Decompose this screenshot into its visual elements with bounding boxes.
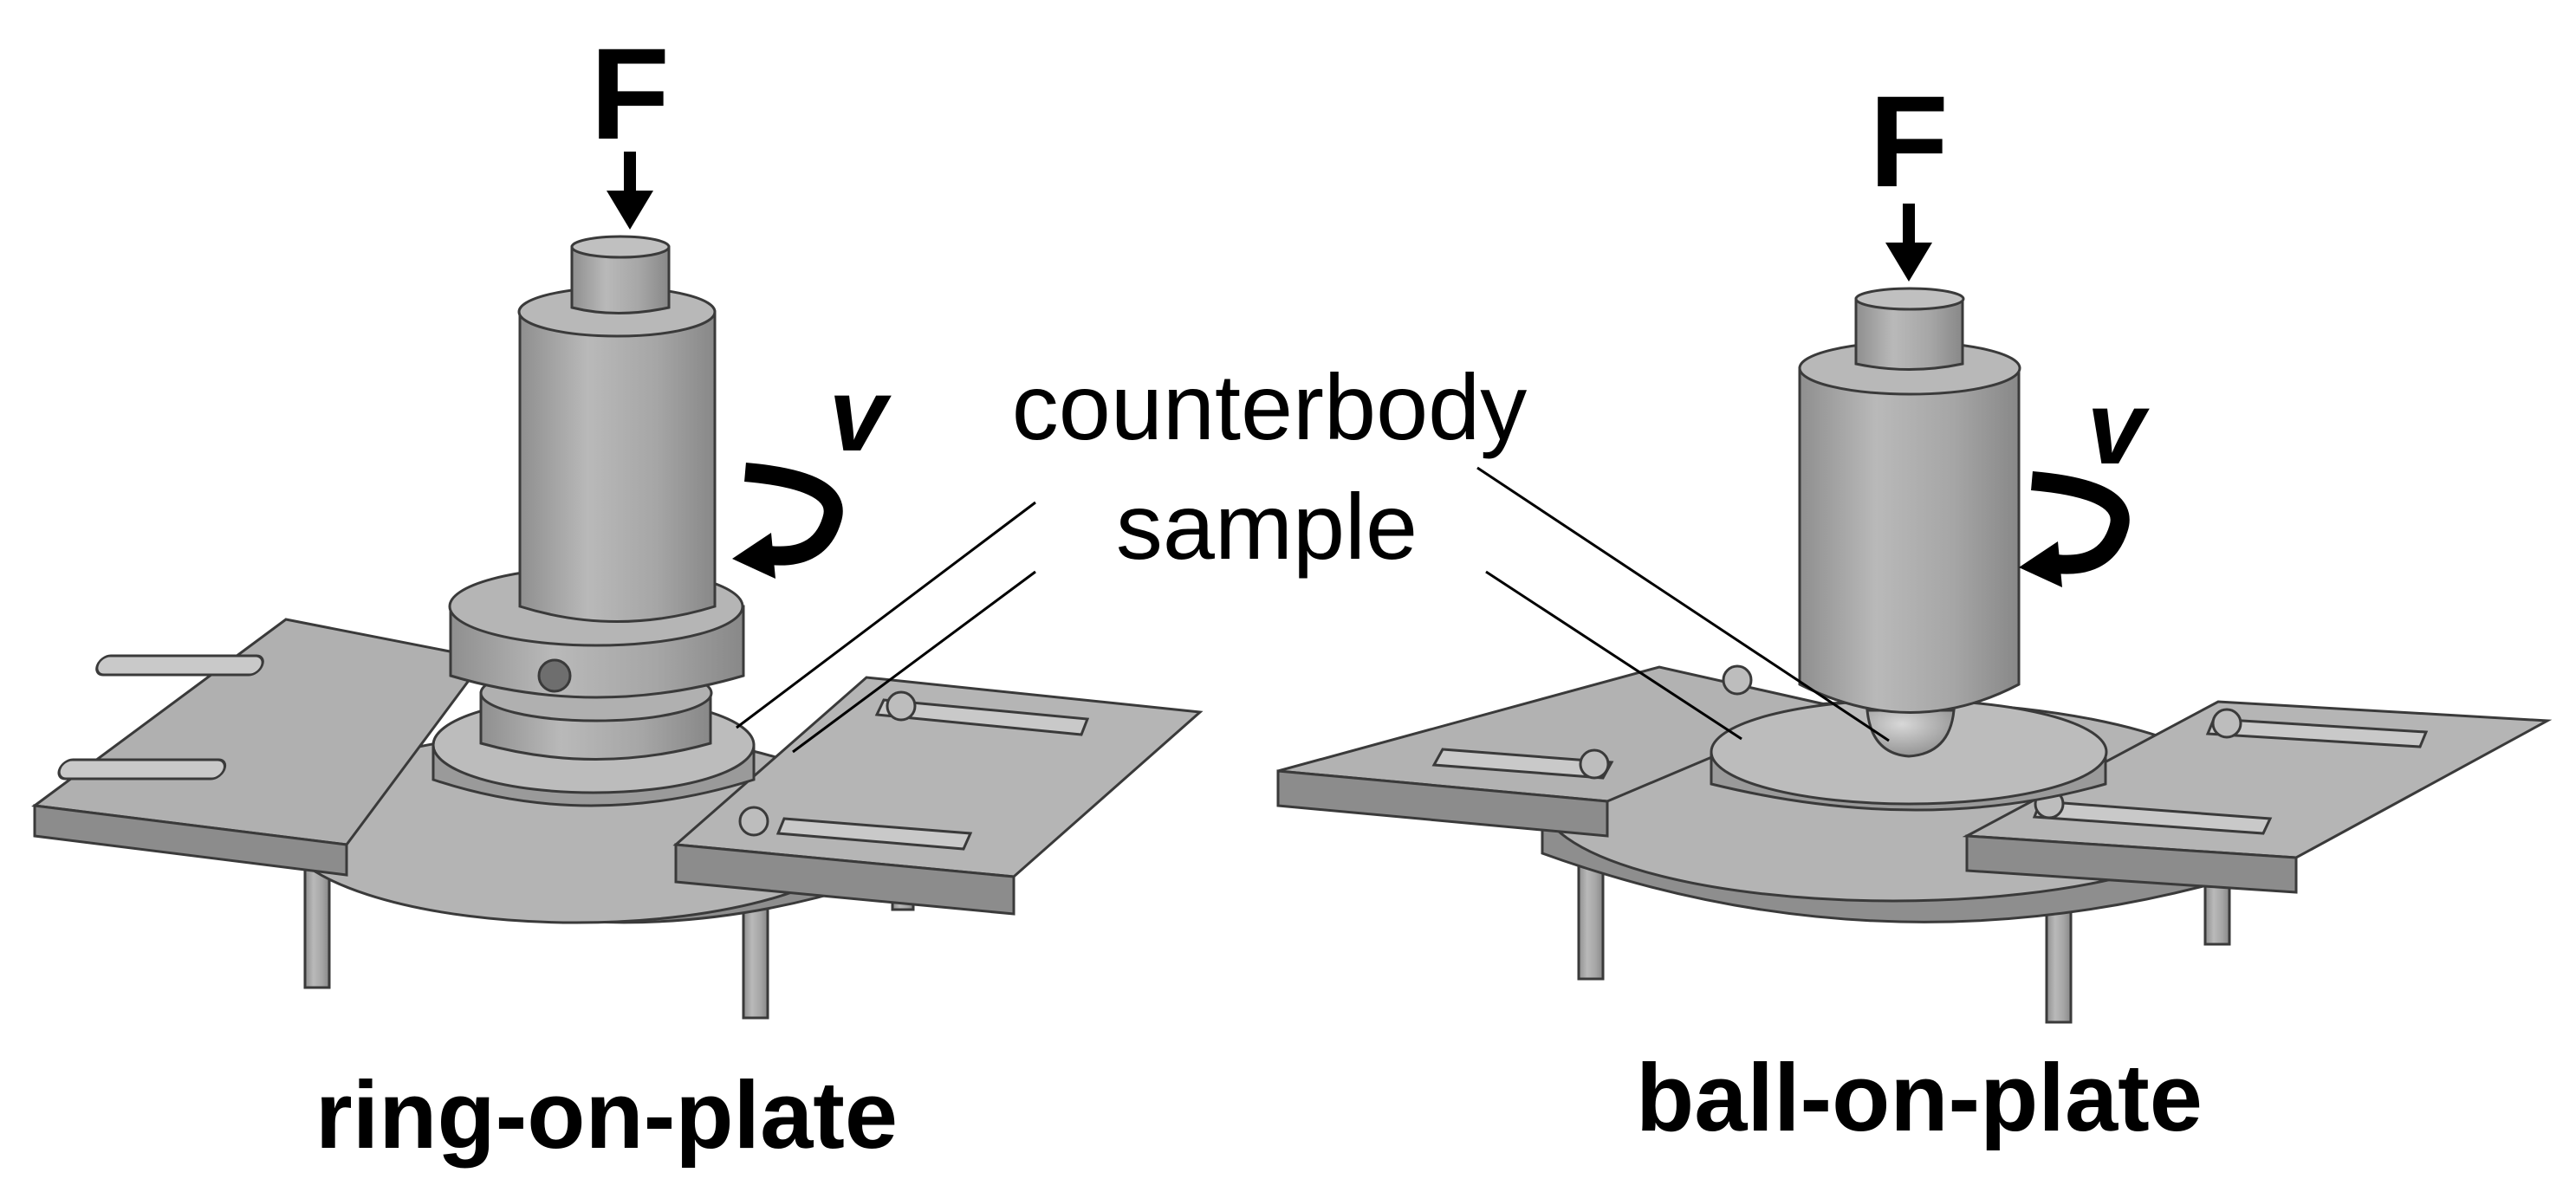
- set-screw-hole: [537, 658, 572, 693]
- clamp-plate-left: [31, 618, 488, 877]
- leader-line-sample-left: [792, 570, 1036, 754]
- support-leg: [303, 865, 331, 989]
- clamp-plate-right: [672, 676, 1204, 916]
- caption-ball-on-plate: ball-on-plate: [1636, 1045, 2203, 1151]
- plate-slot: [57, 758, 227, 781]
- ball-on-plate-apparatus: F v: [1276, 68, 2553, 1024]
- plate-slot: [95, 654, 264, 677]
- force-arrow: [1885, 204, 1932, 282]
- screw-head: [1722, 664, 1753, 696]
- support-leg: [2045, 899, 2073, 1024]
- screw-head: [738, 806, 769, 837]
- clamp-plate-right: [1962, 700, 2553, 894]
- load-pin: [1854, 287, 1965, 371]
- counterbody-label: counterbody: [1012, 354, 1527, 459]
- leader-line-counterbody-right: [1476, 466, 1890, 742]
- spindle-shaft: [1798, 340, 2021, 714]
- force-label: F: [590, 21, 670, 166]
- velocity-label: v: [2087, 370, 2151, 486]
- load-pin: [570, 235, 671, 314]
- force-arrow: [607, 152, 653, 230]
- rotation-arrow-icon: [732, 463, 843, 579]
- ring-on-plate-apparatus: F v: [31, 21, 1204, 1020]
- screw-head: [2211, 708, 2242, 739]
- spindle-shaft: [517, 286, 717, 623]
- ball-counterbody: [1865, 709, 1956, 758]
- screw-head: [886, 690, 917, 722]
- support-leg: [1577, 865, 1605, 981]
- force-label: F: [1869, 68, 1949, 214]
- leader-lines: [736, 466, 1890, 754]
- screw-head: [1579, 748, 1610, 780]
- sample-label: sample: [1116, 474, 1418, 579]
- support-leg: [742, 899, 769, 1020]
- leader-line-sample-right: [1485, 570, 1742, 741]
- velocity-label: v: [829, 357, 892, 473]
- rotation-arrow-icon: [2019, 471, 2130, 587]
- caption-ring-on-plate: ring-on-plate: [315, 1062, 898, 1169]
- clamp-plate-left: [1276, 664, 1837, 838]
- leader-line-counterbody-left: [736, 501, 1036, 729]
